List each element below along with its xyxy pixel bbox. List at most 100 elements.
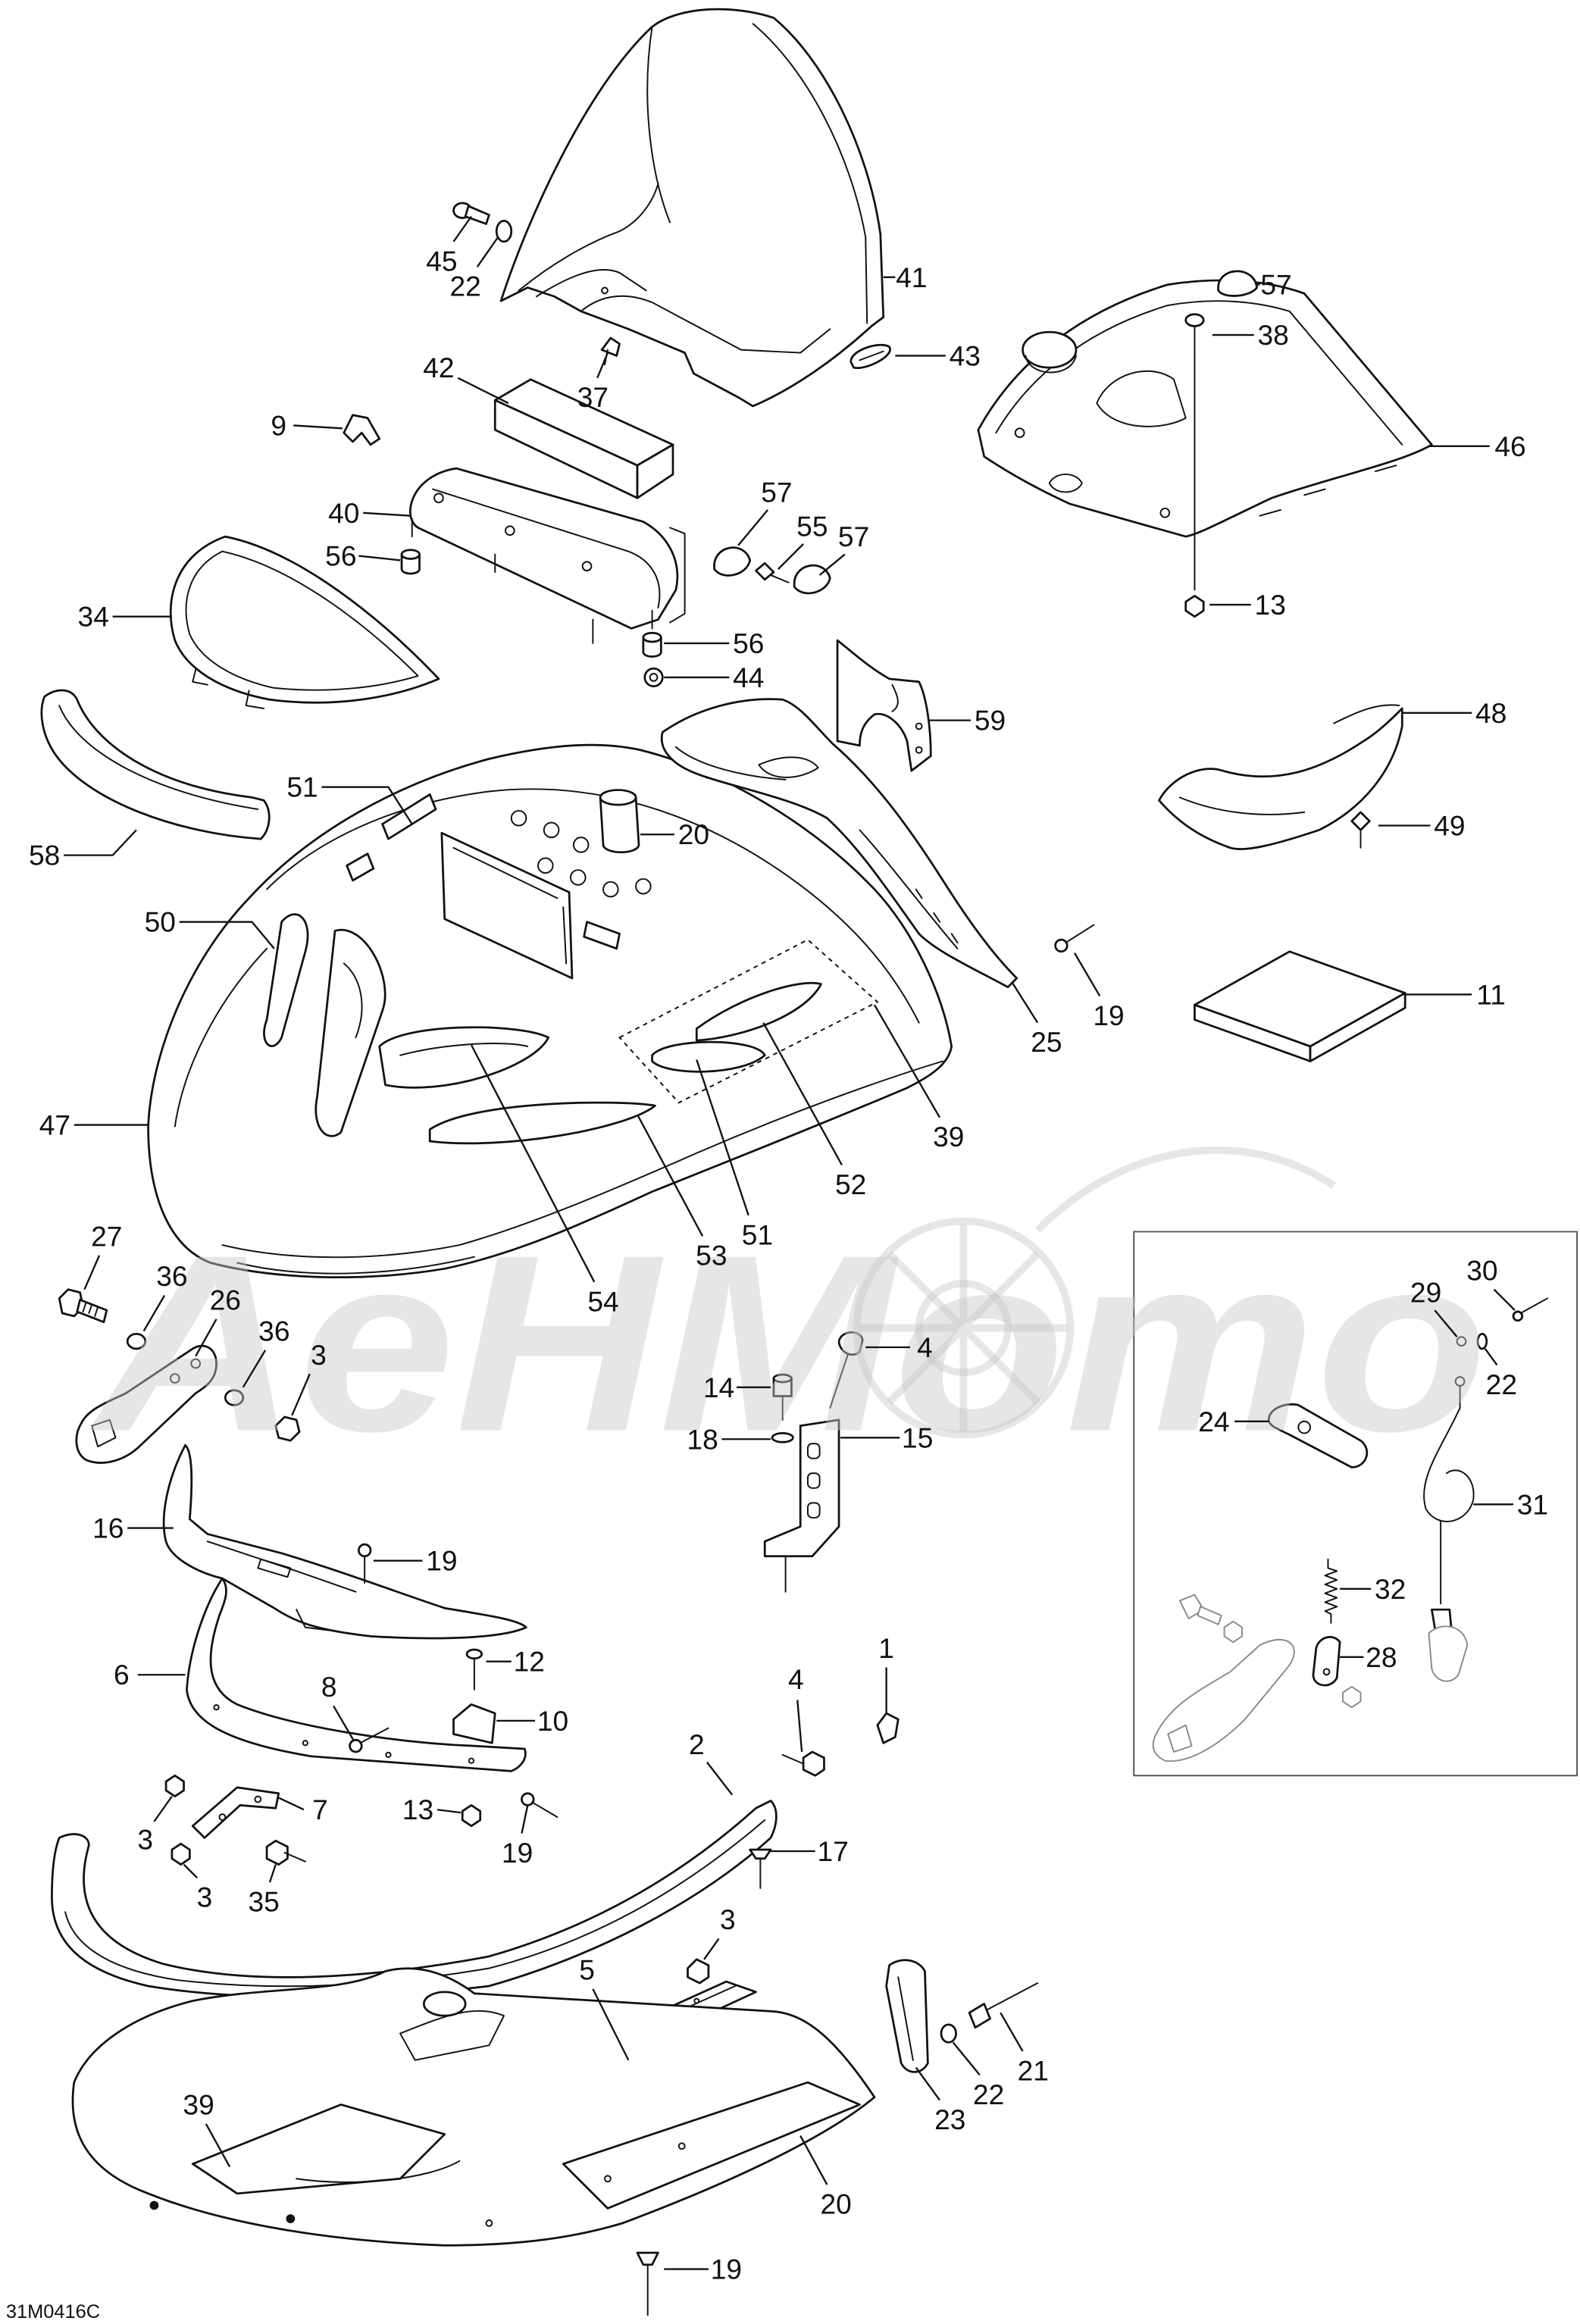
callout: 19 (664, 2254, 742, 2285)
part-bolt (58, 1288, 108, 1324)
leader-line (592, 1988, 630, 2061)
callout-number: 52 (835, 1168, 866, 1200)
leader-line (1011, 982, 1039, 1024)
part-washer (495, 220, 513, 243)
callout: 59 (928, 705, 1006, 737)
callout-number: 59 (975, 705, 1006, 737)
callout: 44 (664, 662, 764, 693)
part-nut (461, 1803, 482, 1828)
callout-number: 21 (1018, 2054, 1049, 2086)
callout: 3 (291, 1339, 327, 1416)
part-windshield (499, 8, 885, 408)
leader-line (952, 2041, 981, 2076)
callout: 19 (373, 1545, 458, 1577)
part-bolt (829, 1331, 864, 1409)
part-washer (771, 1432, 794, 1444)
callout: 46 (1428, 430, 1526, 462)
callout-number: 51 (286, 771, 318, 803)
leader-line (762, 1022, 843, 1165)
callout-number: 34 (78, 601, 109, 633)
callout-number: 9 (271, 409, 286, 441)
callout: 10 (496, 1705, 568, 1737)
callout: 24 (1198, 1406, 1269, 1437)
leader-line (321, 786, 413, 825)
callout: 14 (703, 1372, 771, 1403)
part-nut (164, 1774, 185, 1797)
callout-number: 58 (29, 840, 60, 871)
callout-number: 11 (1476, 978, 1506, 1010)
callout: 25 (1011, 982, 1062, 1058)
callout: 11 (1405, 978, 1506, 1010)
callout-number: 46 (1494, 430, 1525, 462)
leader-line (521, 1805, 529, 1834)
leader-line (242, 1350, 267, 1388)
watermark: AeHMomo (86, 1146, 1488, 1484)
callout-number: 54 (587, 1285, 618, 1317)
callout: 5 (579, 1953, 630, 2061)
part-visor (169, 535, 440, 709)
callout-number: 55 (796, 510, 828, 542)
leader-line (293, 424, 343, 430)
callout-number: 57 (838, 521, 869, 552)
callout-number: 42 (423, 352, 454, 383)
leader-line (1493, 1288, 1516, 1311)
part-spacer (400, 549, 421, 575)
leader-line (83, 1255, 101, 1290)
leader-line (183, 1863, 198, 1879)
callout-number: 7 (312, 1794, 328, 1825)
leader-line (195, 1318, 217, 1357)
callout: 41 (883, 261, 928, 293)
callout-number: 53 (696, 1240, 727, 1271)
callout: 20 (799, 2135, 852, 2220)
callout-number: 4 (917, 1331, 933, 1363)
part-rivet (968, 1982, 1039, 2029)
part-cap (1217, 270, 1258, 297)
callout: 15 (840, 1422, 933, 1453)
leader-line (637, 1114, 704, 1237)
callout-number: 29 (1410, 1277, 1441, 1309)
callout-number: 20 (678, 818, 709, 850)
callout: 9 (271, 409, 343, 441)
callout: 36 (242, 1315, 290, 1388)
leader-line (818, 553, 846, 576)
part-clip (1267, 1403, 1369, 1469)
callout-number: 18 (687, 1423, 718, 1455)
callout-number: 14 (703, 1372, 734, 1403)
callout-number: 47 (39, 1109, 70, 1141)
callout: 50 (145, 906, 275, 949)
callout: 22 (449, 236, 499, 302)
callout-number: 3 (197, 1881, 213, 1913)
part-belly-pan (71, 1967, 876, 2247)
callout: 39 (183, 2088, 231, 2168)
callout-number: 56 (733, 627, 764, 659)
part-plate (452, 1703, 496, 1744)
leader-line (777, 543, 804, 570)
leader-line (596, 352, 609, 379)
part-skid (1158, 704, 1403, 850)
callout-number: 40 (328, 497, 359, 529)
callout: 3 (137, 1795, 173, 1855)
part-front-cap (977, 279, 1433, 538)
callout-number: 19 (1093, 999, 1124, 1031)
part-plate (1312, 1636, 1341, 1687)
callout: 30 (1466, 1254, 1516, 1311)
part-nut (274, 1415, 301, 1442)
callout: 16 (92, 1512, 174, 1544)
callout-number: 49 (1434, 810, 1465, 842)
callout-number: 44 (733, 662, 764, 693)
part-steering-arm (75, 1344, 217, 1464)
callout: 31 (1473, 1488, 1548, 1520)
leader-line (470, 1044, 596, 1283)
part-front-frame (186, 1577, 527, 1772)
part-washer (126, 1333, 147, 1350)
callout: 17 (771, 1835, 849, 1867)
part-bracket (836, 639, 932, 772)
part-foam-pad (1194, 950, 1406, 1062)
callout: 40 (328, 497, 411, 529)
callout-number: 3 (137, 1823, 153, 1855)
callout-number: 45 (426, 245, 457, 277)
part-rivet (1054, 924, 1095, 953)
callout: 13 (402, 1794, 461, 1825)
part-bolt (781, 1750, 825, 1777)
callout: 51 (696, 1059, 773, 1250)
